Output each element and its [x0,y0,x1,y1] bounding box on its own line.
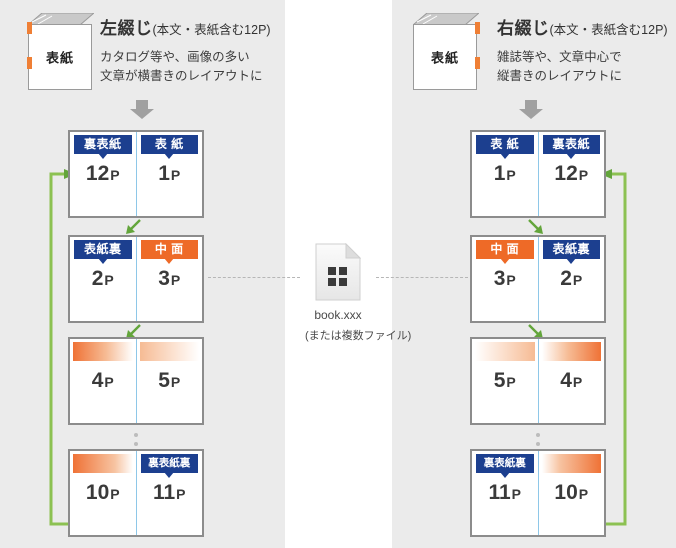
content-gradient-bar [139,342,199,361]
page-number: 12P [85,162,120,185]
right-desc-line1: 雑誌等や、文章中心で [497,49,622,64]
page-cell: 裏表紙 12P [537,132,605,216]
page-tag: 中 面 [140,240,198,264]
left-dashed-connector [208,277,300,279]
page-cell: 表 紙 1P [135,132,203,216]
center-file-subtitle: (または複数ファイル) [305,330,412,342]
book-cover: 表紙 [413,24,477,90]
right-book-illustration: 表紙 [413,13,480,91]
page-tag: 表紙裏 [542,240,600,264]
page-number: 5P [158,369,181,392]
right-section-description: 雑誌等や、文章中心で 縦書きのレイアウトに [497,48,668,87]
page-number: 4P [91,369,114,392]
binding-staple-icon [475,22,480,34]
binding-staple-icon [27,57,32,69]
center-file-group: book.xxx (または複数ファイル) [305,243,412,343]
left-book-illustration: 表紙 [27,13,94,91]
page-cell: 裏表紙 12P [70,132,136,216]
page-cell: 表 紙 1P [472,132,538,216]
book-page-edge [413,13,479,25]
page-cell: 10P [537,451,605,535]
left-desc-line1: カタログ等や、画像の多い [100,49,250,64]
book-cover: 表紙 [28,24,92,90]
page-number: 5P [493,369,516,392]
page-tag: 裏表紙 [74,135,132,159]
page-tag: 裏表紙 [542,135,600,159]
left-section-heading: 左綴じ(本文・表紙含む12P) カタログ等や、画像の多い 文章が横書きのレイアウ… [100,19,271,87]
page-tag: 表 紙 [476,135,534,159]
page-number: 1P [493,162,516,185]
page-number: 11P [152,481,186,504]
right-section-heading: 右綴じ(本文・表紙含む12P) 雑誌等や、文章中心で 縦書きのレイアウトに [497,19,668,87]
page-number: 1P [158,162,181,185]
page-number: 4P [560,369,583,392]
page-cell: 4P [70,339,136,423]
right-spread-3: 5P 4P [470,337,606,425]
left-title-main: 左綴じ [100,19,153,38]
page-number: 2P [91,267,114,290]
page-cell: 5P [472,339,538,423]
page-tag: 表 紙 [140,135,198,159]
page-cell: 中 面 3P [135,237,203,321]
page-cell: 表紙裏 2P [70,237,136,321]
center-file-name: book.xxx [314,308,362,322]
page-cell: 5P [135,339,203,423]
left-spread-1: 裏表紙 12P 表 紙 1P [68,130,204,218]
binding-staple-icon [475,57,480,69]
right-title-note: (本文・表紙含む12P) [549,23,668,37]
left-section-title: 左綴じ(本文・表紙含む12P) [100,19,271,39]
right-flow-down-arrow-icon [518,100,544,120]
book-cover-label: 表紙 [430,50,459,66]
page-tag: 裏表紙裏 [140,454,198,478]
page-cell: 10P [70,451,136,535]
page-number: 11P [488,481,522,504]
page-cell: 裏表紙裏 11P [135,451,203,535]
left-spread-4: 10P 裏表紙裏 11P [68,449,204,537]
left-spread-3: 4P 5P [68,337,204,425]
left-spread-2: 表紙裏 2P 中 面 3P [68,235,204,323]
left-title-note: (本文・表紙含む12P) [152,23,271,37]
file-grid-icon [315,243,361,301]
page-cell: 中 面 3P [472,237,538,321]
content-gradient-bar [73,342,133,361]
page-tag: 表紙裏 [74,240,132,264]
right-desc-line2: 縦書きのレイアウトに [497,69,623,84]
book-cover-label: 表紙 [45,50,74,66]
content-gradient-bar [541,454,601,473]
page-number: 2P [560,267,583,290]
page-number: 10P [85,481,120,504]
content-gradient-bar [541,342,601,361]
left-step-arrow-1-icon [124,219,142,237]
page-tag: 裏表紙裏 [476,454,534,478]
right-dashed-connector [376,277,468,279]
book-page-edge [28,13,94,25]
page-tag: 中 面 [476,240,534,264]
content-gradient-bar [73,454,133,473]
page-cell: 裏表紙裏 11P [472,451,538,535]
page-cell: 表紙裏 2P [537,237,605,321]
left-section-description: カタログ等や、画像の多い 文章が横書きのレイアウトに [100,48,271,87]
left-step-arrow-2-icon [124,324,142,342]
page-number: 12P [554,162,589,185]
right-spread-1: 表 紙 1P 裏表紙 12P [470,130,606,218]
right-spread-2: 中 面 3P 表紙裏 2P [470,235,606,323]
right-section-title: 右綴じ(本文・表紙含む12P) [497,19,668,39]
left-flow-down-arrow-icon [129,100,155,120]
page-number: 3P [493,267,516,290]
page-number: 3P [158,267,181,290]
page-cell: 4P [537,339,605,423]
left-desc-line2: 文章が横書きのレイアウトに [100,69,263,84]
binding-staple-icon [27,22,32,34]
right-title-main: 右綴じ [497,19,550,38]
right-step-arrow-1-icon [527,219,545,237]
right-step-arrow-2-icon [527,324,545,342]
right-spread-4: 裏表紙裏 11P 10P [470,449,606,537]
content-gradient-bar [475,342,535,361]
page-number: 10P [554,481,589,504]
